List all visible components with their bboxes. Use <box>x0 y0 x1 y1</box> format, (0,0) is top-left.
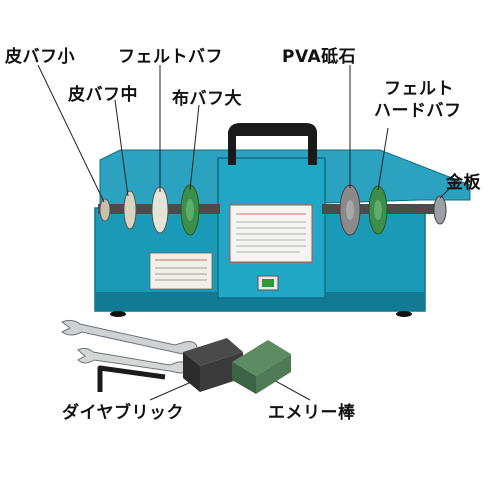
hex-key <box>97 365 166 392</box>
nameplate <box>149 252 213 290</box>
cloth-buff-large-inner <box>186 199 194 221</box>
label-felt-buff: フェルトバフ <box>118 47 223 67</box>
label-leather-buff-small: 皮バフ小 <box>5 47 75 67</box>
felt-buff <box>151 186 169 234</box>
label-felt-hard-line1: フェルト <box>384 79 454 99</box>
felt-hard-buff-inner <box>374 200 382 220</box>
pva-stone-wheel-inner <box>346 200 354 220</box>
machine-base-shade <box>95 292 425 311</box>
label-metal-plate: 金板 <box>446 173 481 193</box>
foot-right <box>396 311 412 317</box>
label-leather-buff-medium: 皮バフ中 <box>68 85 138 105</box>
carry-handle <box>228 123 317 165</box>
foot-left <box>110 311 126 317</box>
warning-label <box>229 204 313 263</box>
wrench-small <box>77 347 189 374</box>
label-emery-bar: エメリー棒 <box>268 403 356 423</box>
emery-bar <box>232 340 291 394</box>
leather-buff-medium <box>123 190 137 230</box>
wrench-large <box>60 319 198 356</box>
power-switch-lamp <box>262 279 274 287</box>
nameplate-lines <box>155 259 207 281</box>
label-felt-hard-line2: ハードバフ <box>374 101 462 121</box>
label-felt-hard-buff: フェルト ハードバフ <box>374 78 462 122</box>
label-diamond-brick: ダイヤブリック <box>62 403 184 423</box>
warning-label-lines <box>236 213 306 253</box>
metal-plate-wheel <box>433 195 447 225</box>
leather-buff-small <box>99 198 111 222</box>
label-cloth-buff-large: 布バフ大 <box>172 89 242 109</box>
leader-lines <box>37 64 459 401</box>
label-pva-stone: PVA砥石 <box>282 47 357 67</box>
